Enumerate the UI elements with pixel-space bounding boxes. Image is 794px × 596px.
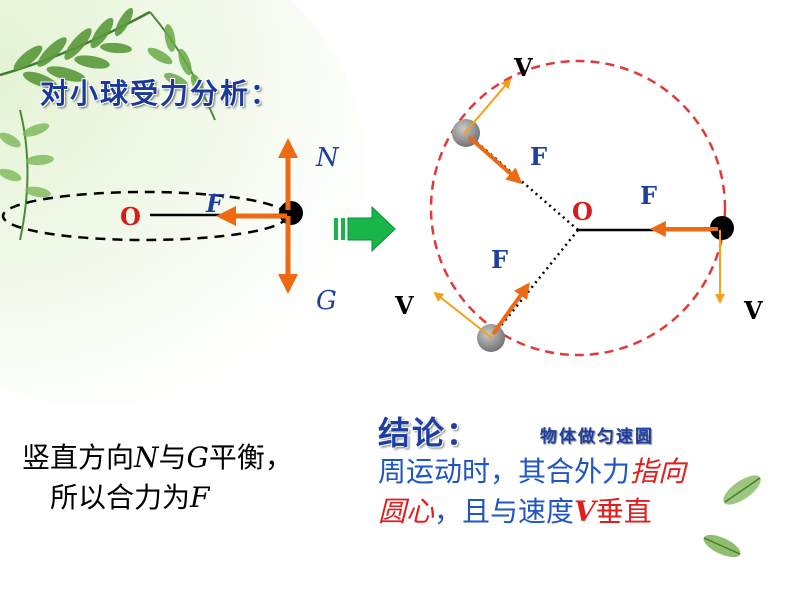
emphasis-text: 垂直: [595, 495, 652, 528]
force-label-upper: F: [530, 142, 547, 171]
conclusion-heading: 结论：: [378, 414, 481, 452]
force-arrow-lower: [491, 282, 530, 336]
ball-right: [710, 216, 734, 240]
var-v: V: [574, 495, 596, 528]
fern-decoration: [0, 0, 365, 405]
conclusion-text: 周运动时，其合外力: [378, 455, 631, 488]
gravity-label: G: [316, 286, 337, 316]
var-n: N: [134, 441, 159, 474]
var-g: G: [186, 441, 209, 474]
force-label-lower: F: [491, 245, 508, 274]
conclusion-line-2: 周运动时，其合外力指向: [378, 452, 686, 492]
normal-label: N: [315, 143, 340, 173]
velocity-label-left: V: [394, 291, 414, 320]
radius-line-upper: [465, 132, 579, 231]
right-diagram: O V V V F F F: [394, 53, 763, 357]
conclusion-body: 周运动时，其合外力指向 圆心，且与速度V垂直: [378, 452, 686, 532]
explanation-line-2: 所以合力为F: [22, 478, 293, 518]
velocity-label-right: V: [743, 296, 763, 325]
orbit-circle: [429, 59, 727, 357]
explanation-text: 与: [158, 441, 187, 474]
ball: [279, 201, 303, 225]
conclusion-text: ，且与速度: [434, 495, 575, 528]
conclusion-line-3: 圆心，且与速度V垂直: [378, 492, 686, 532]
velocity-label-top: V: [513, 53, 533, 82]
explanation-text: 所以合力为: [50, 481, 191, 514]
emphasis-text: 圆心: [378, 495, 435, 528]
left-force-label: F: [205, 189, 225, 218]
var-f: F: [190, 481, 210, 514]
conclusion-lead: 物体做匀速圆: [540, 427, 654, 447]
velocity-arrow-upper: [463, 78, 512, 135]
leaf-decoration-bottom: [703, 475, 761, 558]
right-center-label: O: [572, 197, 593, 226]
page-title: 对小球受力分析：: [40, 77, 281, 110]
equilibrium-explanation: 竖直方向N与G平衡， 所以合力为F: [22, 438, 293, 518]
force-label-right: F: [640, 181, 657, 210]
explanation-text: 平衡，: [208, 441, 293, 474]
emphasis-text: 指向: [630, 455, 687, 488]
force-arrow-upper: [467, 135, 523, 185]
explanation-line-1: 竖直方向N与G平衡，: [22, 438, 293, 478]
velocity-arrow-lower: [433, 291, 493, 339]
left-diagram: O F N G: [1, 138, 340, 316]
left-center-label: O: [120, 202, 141, 231]
transition-arrow: [334, 205, 396, 253]
radius-line-lower: [490, 229, 579, 339]
explanation-text: 竖直方向: [22, 441, 135, 474]
